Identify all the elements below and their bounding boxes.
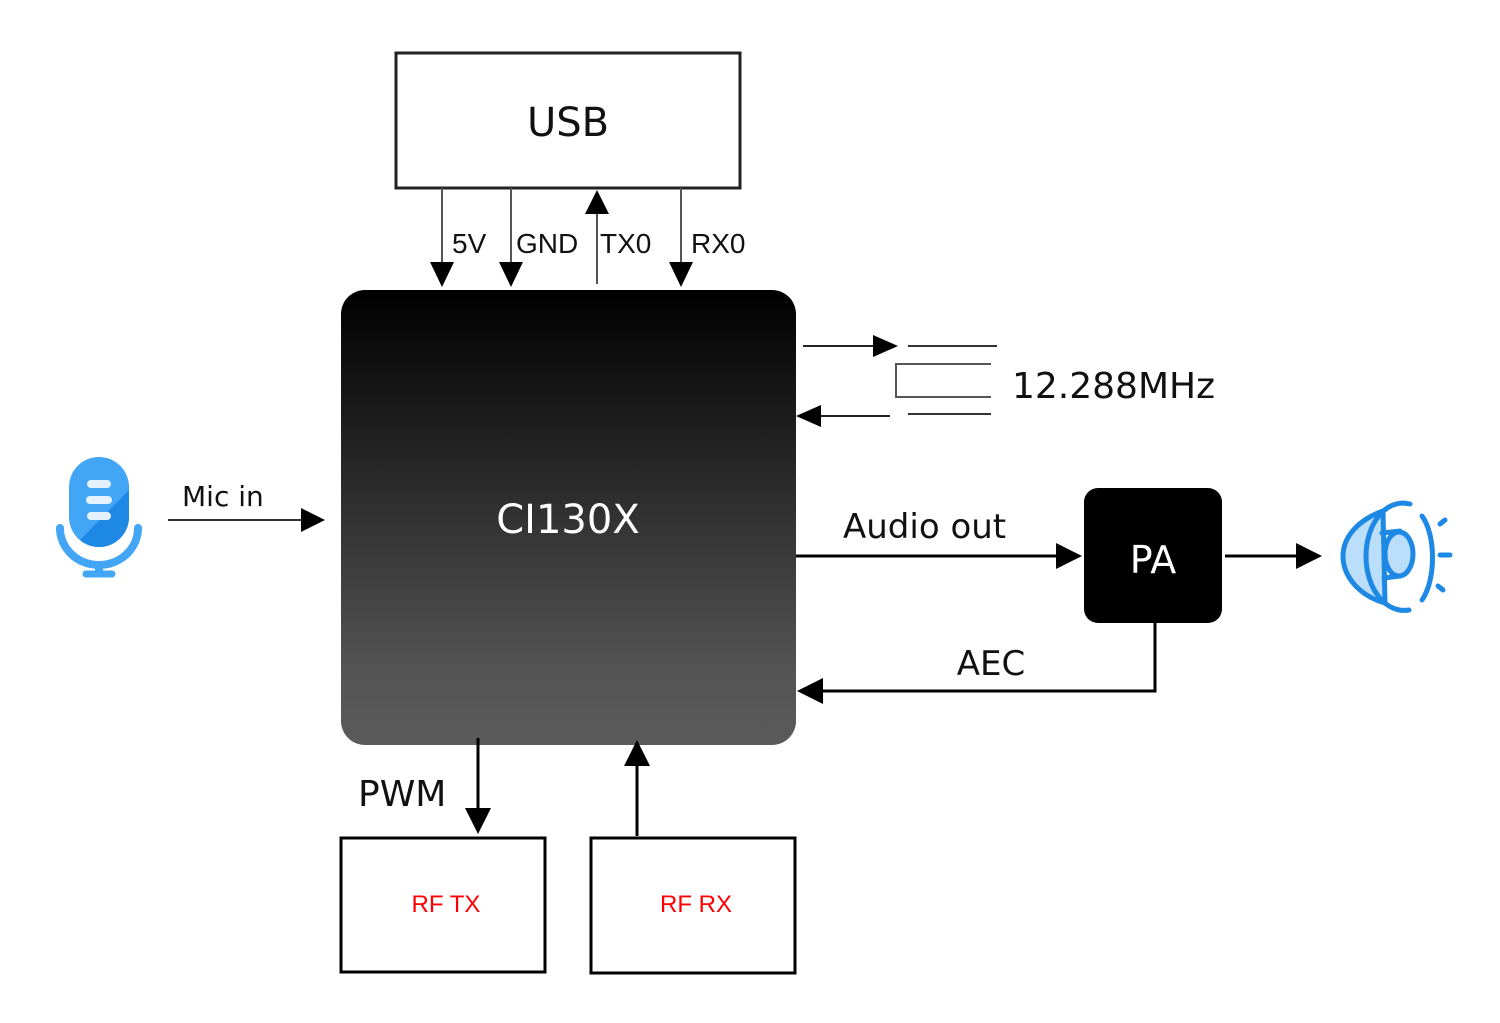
crystal-oscillator: 12.288MHz: [796, 335, 1215, 427]
arrow-up-icon: [624, 740, 650, 766]
usb-signal-label: TX0: [600, 228, 651, 259]
arrow-right-icon: [873, 335, 898, 357]
audio-out-connection: Audio out: [796, 507, 1082, 569]
mic-in-label: Mic in: [182, 480, 264, 513]
pwm-connection: PWM: [358, 738, 491, 834]
aec-connection: AEC: [797, 623, 1157, 704]
microphone-icon: [56, 457, 142, 578]
chip-label: CI130X: [496, 497, 639, 543]
usb-signal-5v: 5V: [430, 188, 487, 287]
arrow-left-icon: [796, 405, 821, 427]
arrow-right-icon: [1296, 543, 1322, 569]
rf-rx-connection: [624, 740, 650, 836]
rf-rx-block: RF RX: [589, 836, 797, 975]
arrow-up-icon: [585, 190, 609, 214]
rf-tx-block: RF TX: [339, 836, 547, 974]
rf-tx-label: RF TX: [412, 891, 481, 918]
arrow-down-icon: [430, 262, 454, 287]
usb-signal-gnd: GND: [499, 188, 578, 287]
pa-label: PA: [1130, 538, 1176, 582]
arrow-down-icon: [669, 262, 693, 287]
usb-signal-tx0: TX0: [585, 190, 651, 284]
arrow-down-icon: [465, 808, 491, 834]
arrow-left-icon: [797, 678, 823, 704]
mic-in-connection: Mic in: [168, 480, 325, 532]
audio-out-label: Audio out: [843, 507, 1006, 547]
arrow-right-icon: [1056, 543, 1082, 569]
usb-signal-label: RX0: [691, 228, 745, 259]
rf-rx-label: RF RX: [660, 891, 732, 918]
aec-label: AEC: [957, 644, 1025, 684]
chip-block: CI130X: [341, 290, 796, 745]
speaker-icon: [1340, 500, 1453, 613]
arrow-right-icon: [301, 508, 325, 532]
usb-signal-label: GND: [516, 228, 578, 259]
usb-signal-rx0: RX0: [669, 188, 745, 287]
usb-signal-label: 5V: [452, 228, 487, 259]
usb-label: USB: [527, 100, 609, 146]
crystal-label: 12.288MHz: [1012, 366, 1215, 407]
pa-block: PA: [1084, 488, 1222, 623]
arrow-down-icon: [499, 262, 523, 287]
pa-speaker-connection: [1225, 543, 1322, 569]
usb-block: USB: [394, 51, 742, 190]
pwm-label: PWM: [358, 774, 446, 815]
